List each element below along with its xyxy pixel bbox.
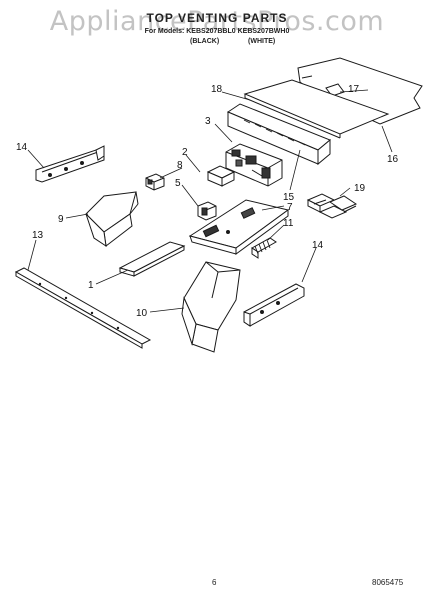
part-1-strip	[118, 241, 186, 277]
callout-1: 1	[88, 280, 94, 291]
document-number: 8065475	[372, 578, 404, 587]
model-numbers: For Models: KEBS207BBL0 KEBS207BWH0	[144, 28, 290, 35]
callout-11: 11	[283, 218, 294, 229]
part-14-bracket-right	[243, 283, 305, 327]
part-9-duct	[85, 191, 139, 248]
diagram-title: TOP VENTING PARTS	[146, 11, 288, 25]
callout-2: 2	[182, 147, 188, 158]
part-2-block	[206, 165, 236, 187]
callout-13: 13	[32, 230, 44, 241]
callout-8: 8	[177, 160, 183, 171]
color-label-black: (BLACK)	[190, 38, 220, 45]
callout-5: 5	[175, 178, 181, 189]
callout-16: 16	[387, 154, 399, 165]
callout-3: 3	[205, 116, 211, 127]
part-7-tray	[188, 199, 290, 255]
leader-lines	[27, 89, 393, 313]
callout-15: 15	[283, 192, 295, 203]
part-5-switch	[197, 201, 217, 221]
callout-10: 10	[136, 308, 148, 319]
page-number: 6	[212, 578, 217, 587]
color-label-white: (WHITE)	[248, 38, 276, 45]
callout-17: 17	[348, 84, 360, 95]
part-10-shroud	[181, 261, 241, 353]
callout-14-lower: 14	[312, 240, 324, 251]
part-15-blower-assembly	[225, 143, 283, 187]
callout-7: 7	[287, 202, 293, 213]
callout-9: 9	[58, 214, 64, 225]
part-18-plate	[243, 79, 390, 139]
part-19-clips	[306, 193, 358, 219]
callout-numbers: 18 3 17 16 14 2 8 5 15 19 7 9 11 13 14 1…	[16, 84, 399, 319]
part-13-rail	[14, 267, 152, 349]
part-11-terminal-block	[251, 237, 277, 259]
part-3-vent-bracket	[226, 103, 331, 166]
callout-19: 19	[354, 183, 366, 194]
watermark: AppliancePartsPros.com	[49, 6, 385, 37]
part-8-connector	[145, 173, 165, 191]
callout-14-upper: 14	[16, 142, 28, 153]
part-14-bracket-left	[35, 145, 105, 183]
callout-18: 18	[211, 84, 223, 95]
